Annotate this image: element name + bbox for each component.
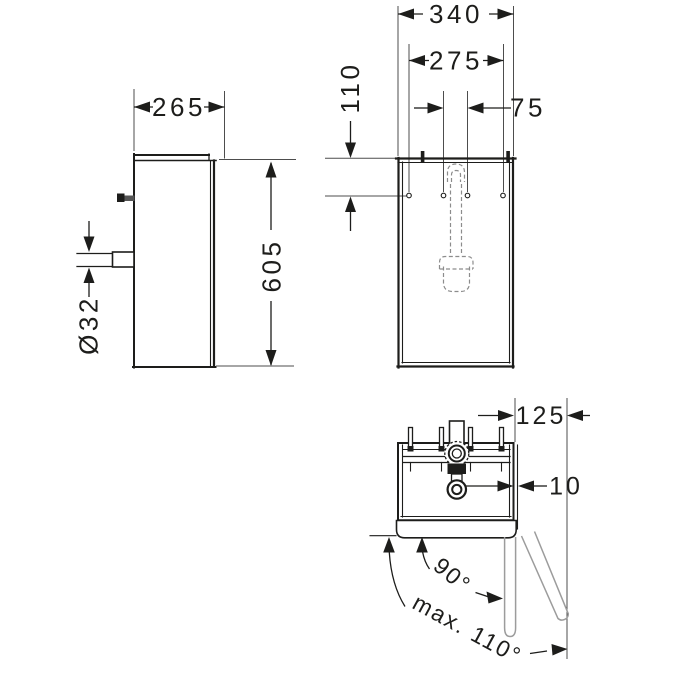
arrow-left-icon: [467, 102, 484, 114]
dim-side-width-label: 265: [152, 92, 206, 122]
dim-side-height: 605: [216, 159, 296, 367]
dim-side-width: 265: [133, 89, 225, 159]
arrow-right-icon: [427, 102, 444, 114]
bracket-pins: [407, 426, 505, 452]
front-view: 340 275 75 110: [325, 0, 546, 369]
wall-bracket-hook: [506, 151, 510, 162]
dim-door-gap: 10: [452, 473, 583, 501]
arrow-down-icon: [83, 236, 95, 252]
side-cabinet: [132, 153, 217, 369]
front-cabinet: [394, 151, 517, 369]
dim-drain-label: Ø32: [74, 295, 104, 355]
arrow-left-icon: [398, 8, 414, 20]
arrow-down-icon: [345, 142, 356, 158]
arrow-right-icon: [551, 644, 568, 656]
arrow-down-icon: [265, 350, 277, 366]
dim-hole-span: 275: [409, 46, 504, 76]
top-extension-lines: [514, 398, 568, 659]
arrow-right-icon: [497, 480, 514, 492]
arrow-right-icon: [486, 591, 503, 604]
dim-clearance-label: 125: [516, 402, 567, 430]
dim-front-width-label: 340: [429, 0, 483, 29]
arrow-right-icon: [497, 8, 514, 20]
supply-connection: [117, 193, 135, 202]
drain-pipe: [76, 251, 135, 268]
door-swing: [503, 531, 570, 638]
arrow-left-icon: [567, 410, 583, 421]
clamp: [447, 463, 466, 474]
dim-top-offset-label: 110: [335, 62, 365, 114]
dim-door-gap-label: 10: [549, 473, 583, 501]
dim-side-height-label: 605: [257, 239, 287, 293]
dim-top-offset: 110: [325, 62, 407, 231]
door-open-110: [520, 531, 570, 621]
arrow-left-icon: [409, 55, 425, 66]
wall-bracket-hook: [420, 151, 425, 162]
door-open-90: [503, 537, 517, 638]
arrow-left-icon: [134, 101, 150, 113]
side-view: 265 Ø32: [74, 89, 296, 369]
dim-hole-gap-label: 75: [510, 93, 546, 123]
dim-hole-gap: 75: [414, 93, 546, 123]
arrow-right-icon: [498, 410, 514, 421]
arrow-up-icon: [383, 537, 395, 553]
top-view: 125 10: [369, 398, 590, 669]
front-extension-lines: [397, 6, 514, 192]
arrow-right-icon: [208, 101, 225, 113]
mounting-holes: [406, 192, 506, 199]
faucet-hardware: [444, 420, 470, 500]
dim-front-width: 340: [398, 0, 514, 29]
arrow-up-icon: [416, 537, 428, 553]
hidden-siphon: [438, 163, 474, 293]
angle-annotations: 90° max. 110°: [383, 537, 568, 669]
angle-90-label: 90°: [429, 552, 477, 598]
door-front-closed: [395, 519, 517, 539]
arrow-up-icon: [345, 196, 356, 212]
dim-clearance: 125: [478, 402, 590, 430]
arrow-up-icon: [265, 161, 277, 178]
dim-drain-diameter: Ø32: [74, 221, 104, 355]
arrow-right-icon: [487, 55, 504, 66]
angle-max-label: max. 110°: [408, 589, 526, 669]
dim-hole-span-label: 275: [429, 46, 483, 76]
arrow-left-icon: [518, 480, 534, 492]
arrow-up-icon: [83, 267, 95, 283]
